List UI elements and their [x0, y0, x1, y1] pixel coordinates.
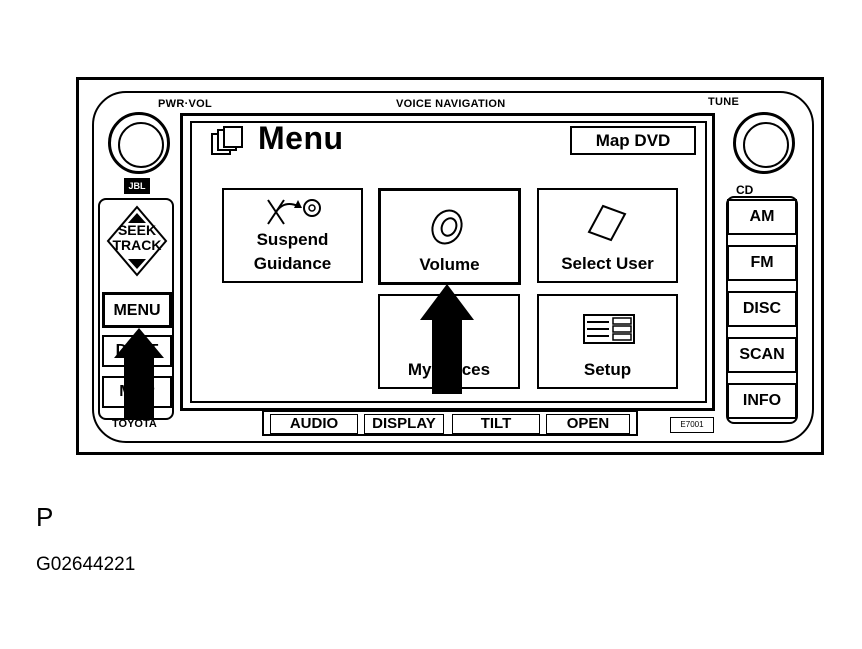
display-button[interactable]: DISPLAY — [364, 414, 444, 434]
menu-button[interactable]: MENU — [102, 292, 172, 328]
select-user-label: Select User — [561, 254, 654, 273]
seek-up-arrow-icon — [128, 213, 146, 223]
suspend-guidance-icon — [267, 199, 321, 225]
audio-button[interactable]: AUDIO — [270, 414, 358, 434]
seek-track-rocker[interactable] — [106, 205, 168, 277]
tune-label: TUNE — [708, 96, 740, 108]
fm-button[interactable]: FM — [727, 245, 797, 281]
suspend-label: Suspend — [256, 230, 329, 249]
guidance-label: Guidance — [253, 254, 332, 273]
info-button[interactable]: INFO — [727, 383, 797, 419]
scan-button[interactable]: SCAN — [727, 337, 797, 373]
caption-letter: P — [36, 502, 54, 532]
seek-down-arrow-icon — [128, 259, 146, 269]
figure-id: G02644221 — [36, 554, 136, 575]
pwr-vol-label: PWR·VOL — [158, 98, 213, 110]
arrow-up-icon — [420, 284, 474, 320]
jbl-badge: JBL — [124, 178, 150, 194]
setup-list-icon — [583, 314, 635, 344]
volume-tile[interactable]: Volume — [378, 188, 521, 285]
open-button[interactable]: OPEN — [546, 414, 630, 434]
arrow-shaft-menu — [124, 356, 154, 420]
volume-knob-icon — [431, 209, 463, 245]
tilt-button[interactable]: TILT — [452, 414, 540, 434]
cd-logo: CD — [736, 183, 754, 197]
seek-label: SEEK — [117, 222, 157, 238]
brand-label: TOYOTA — [112, 418, 157, 430]
voice-navigation-label: VOICE NAVIGATION — [396, 98, 506, 110]
pwr-vol-knob[interactable] — [108, 112, 170, 174]
select-user-tile[interactable]: Select User — [537, 188, 678, 283]
map-dvd-button[interactable]: Map DVD — [570, 126, 696, 155]
disc-button[interactable]: DISC — [727, 291, 797, 327]
display-frame — [180, 113, 715, 411]
setup-tile[interactable]: Setup — [537, 294, 678, 389]
menu-pages-icon — [211, 126, 243, 155]
tune-knob[interactable] — [733, 112, 795, 174]
setup-label: Setup — [583, 360, 632, 379]
head-unit-bezel — [92, 91, 814, 443]
suspend-guidance-tile[interactable]: Suspend Guidance — [222, 188, 363, 283]
user-card-icon — [587, 204, 627, 242]
am-button[interactable]: AM — [727, 199, 797, 235]
figure-code-label: E7001 — [670, 417, 714, 433]
screen-title: Menu — [258, 120, 344, 156]
volume-label: Volume — [419, 255, 480, 274]
arrow-shaft-volume — [432, 318, 462, 394]
arrow-up-icon — [114, 328, 164, 358]
track-label: TRACK — [112, 237, 162, 253]
